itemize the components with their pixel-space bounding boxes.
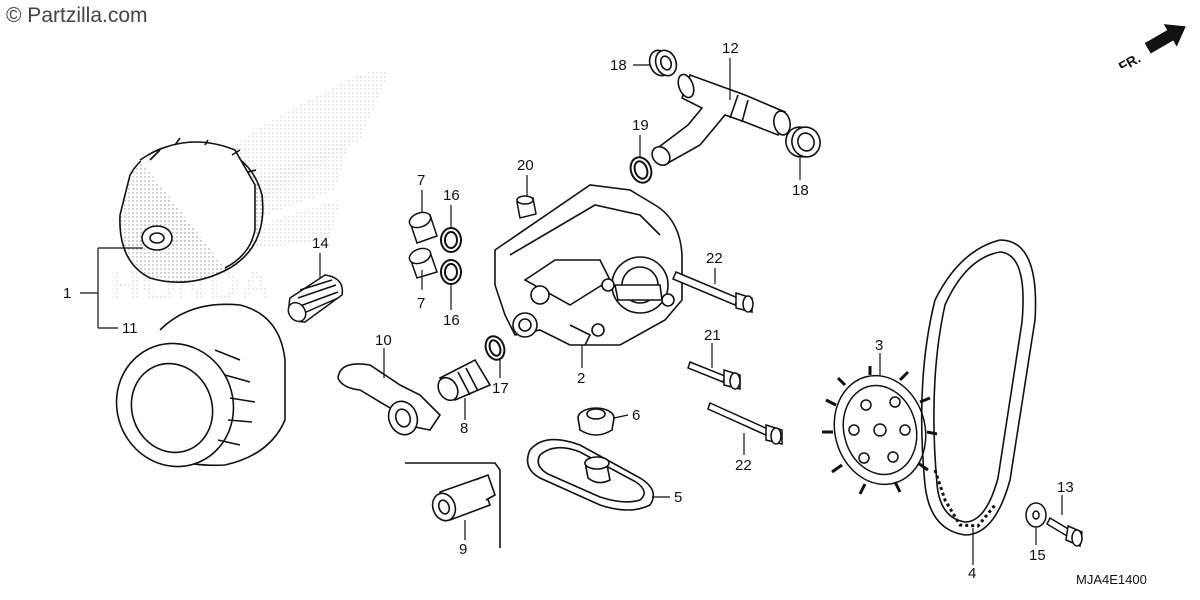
- part-6-oil-seal: [577, 407, 615, 436]
- front-direction-indicator: FR.: [1116, 24, 1186, 68]
- callout-9: 9: [459, 541, 467, 558]
- callout-4: 4: [968, 565, 976, 582]
- part-20-dowel-pin: [516, 195, 537, 219]
- part-7-collars: [408, 211, 438, 279]
- part-11-oil-filter: [115, 303, 286, 468]
- callout-3: 3: [875, 337, 883, 354]
- callout-12: 12: [722, 40, 739, 57]
- callout-18-upper: 18: [610, 57, 627, 74]
- part-1-filter-cap: [119, 137, 264, 283]
- part-3-sprocket: [822, 366, 938, 495]
- part-9-collar: [405, 462, 501, 548]
- part-13-bolt: [1046, 516, 1083, 548]
- copyright-text: © Partzilla.com: [6, 4, 148, 27]
- callout-20: 20: [517, 157, 534, 174]
- callout-14: 14: [312, 235, 329, 252]
- front-label: FR.: [1116, 50, 1144, 68]
- callout-18-lower: 18: [792, 182, 809, 199]
- callout-19: 19: [632, 117, 649, 134]
- diagram-code: MJA4E1400: [1076, 572, 1147, 587]
- part-21-bolt: [687, 361, 741, 390]
- callout-21: 21: [704, 327, 721, 344]
- callout-15: 15: [1029, 547, 1046, 564]
- callout-labels: 1 11 14 7 16 7 16 20 18 12 19 18 22 21 2…: [63, 40, 1074, 582]
- callout-22-upper: 22: [706, 250, 723, 267]
- part-22-bolt-lower: [707, 401, 783, 445]
- callout-16-upper: 16: [443, 187, 460, 204]
- part-18-seal-lower: [785, 126, 821, 158]
- callout-10: 10: [375, 332, 392, 349]
- front-arrow-icon: [1144, 24, 1186, 54]
- leader-lines: [80, 58, 1063, 565]
- part-12-oil-pipe: [651, 73, 791, 167]
- part-19-o-ring: [629, 156, 653, 184]
- part-2-oil-pump: [494, 184, 683, 346]
- callout-13: 13: [1057, 479, 1074, 496]
- part-8-joint: [437, 358, 492, 402]
- part-15-washer: [1025, 502, 1047, 528]
- part-18-seal-upper: [648, 49, 678, 77]
- part-4-chain: [920, 239, 1037, 536]
- callout-22-lower: 22: [735, 457, 752, 474]
- callout-5: 5: [674, 489, 682, 506]
- callout-2: 2: [577, 370, 585, 387]
- callout-8: 8: [460, 420, 468, 437]
- part-5-strainer: [526, 438, 655, 511]
- part-17-o-ring: [484, 335, 506, 361]
- callout-17: 17: [492, 380, 509, 397]
- callout-11: 11: [122, 320, 138, 337]
- callout-1: 1: [63, 285, 71, 302]
- callout-16-lower: 16: [443, 312, 460, 329]
- part-16-o-rings: [440, 227, 462, 285]
- part-10-strainer-pipe: [337, 363, 442, 436]
- part-22-bolt-upper: [672, 271, 754, 313]
- callout-7-upper: 7: [417, 172, 425, 189]
- part-14-relief-valve: [287, 274, 344, 323]
- callout-6: 6: [632, 407, 640, 424]
- callout-7-lower: 7: [417, 295, 425, 312]
